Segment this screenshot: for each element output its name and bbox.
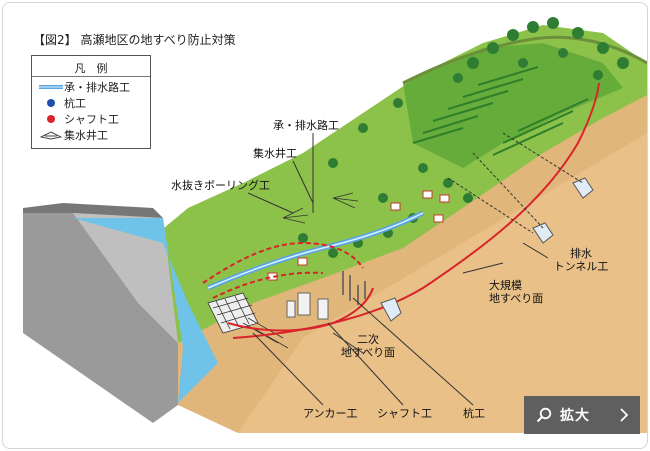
reservoir: [73, 218, 218, 403]
label-boring: 水抜きボーリング工: [171, 179, 270, 192]
legend-item: 承・排水路工: [38, 80, 130, 94]
zoom-button-label: 拡大: [560, 408, 590, 424]
earth-cross-section: [178, 95, 647, 433]
legend-label: シャフト工: [64, 113, 119, 126]
drain-tunnel-lines: [447, 132, 584, 234]
water-channel-icon: [38, 83, 64, 91]
label-large-slide-line2: 地すべり面: [489, 292, 544, 305]
dam-crest: [23, 203, 163, 218]
label-secondary-slide-line2: 地すべり面: [340, 346, 396, 359]
label-drainage-channel: 承・排水路工: [273, 119, 339, 132]
hill-ridge: [402, 35, 647, 85]
label-drain-tunnel-line2: トンネル工: [553, 260, 609, 273]
zoom-button[interactable]: 拡大: [524, 396, 640, 434]
label-drain-tunnel-line1: 排水: [570, 247, 592, 260]
shaft-works: [286, 292, 329, 320]
magnifier-icon: [536, 407, 552, 423]
legend-item: 杭工: [38, 96, 86, 110]
label-large-slide-line1: 大規模: [489, 279, 522, 292]
label-anchor: アンカー工: [303, 407, 358, 420]
legend-item: 集水井工: [38, 128, 108, 142]
label-secondary-slide: 二次 地すべり面: [333, 333, 403, 359]
collection-wells: [380, 177, 594, 322]
chevron-right-icon: [620, 408, 628, 422]
label-pile: 杭工: [463, 407, 485, 420]
label-collection-well: 集水井工: [253, 147, 297, 160]
terrace-stripes: [412, 66, 589, 156]
dam-wall: [23, 213, 178, 423]
legend-label: 承・排水路工: [64, 81, 130, 94]
label-secondary-slide-line1: 二次: [357, 333, 379, 346]
figure-title: 【図2】 高瀬地区の地すべり防止対策: [33, 33, 236, 47]
legend-box: 凡 例 承・排水路工 杭工 シャフト工 集水井工: [31, 55, 151, 149]
anchor-grid: [207, 292, 289, 349]
shaft-icon: [38, 114, 64, 124]
label-large-slide: 大規模 地すべり面: [489, 279, 543, 305]
legend-label: 集水井工: [64, 129, 108, 142]
legend-item: シャフト工: [38, 112, 119, 126]
trees: [298, 17, 629, 258]
pile-icon: [38, 98, 64, 108]
dam-face: [73, 213, 178, 343]
leader-lines: [247, 133, 549, 406]
earth-shading: [178, 95, 647, 433]
legend-title: 凡 例: [32, 56, 150, 77]
legend-label: 杭工: [64, 97, 86, 110]
pile-works: [342, 271, 366, 305]
houses: [267, 190, 450, 281]
secondary-slide-dashed-2: [212, 271, 324, 299]
well-icon: [38, 130, 64, 140]
label-drain-tunnel: 排水 トンネル工: [551, 247, 611, 273]
label-shaft: シャフト工: [377, 407, 432, 420]
landslide-diagram: [23, 17, 647, 433]
